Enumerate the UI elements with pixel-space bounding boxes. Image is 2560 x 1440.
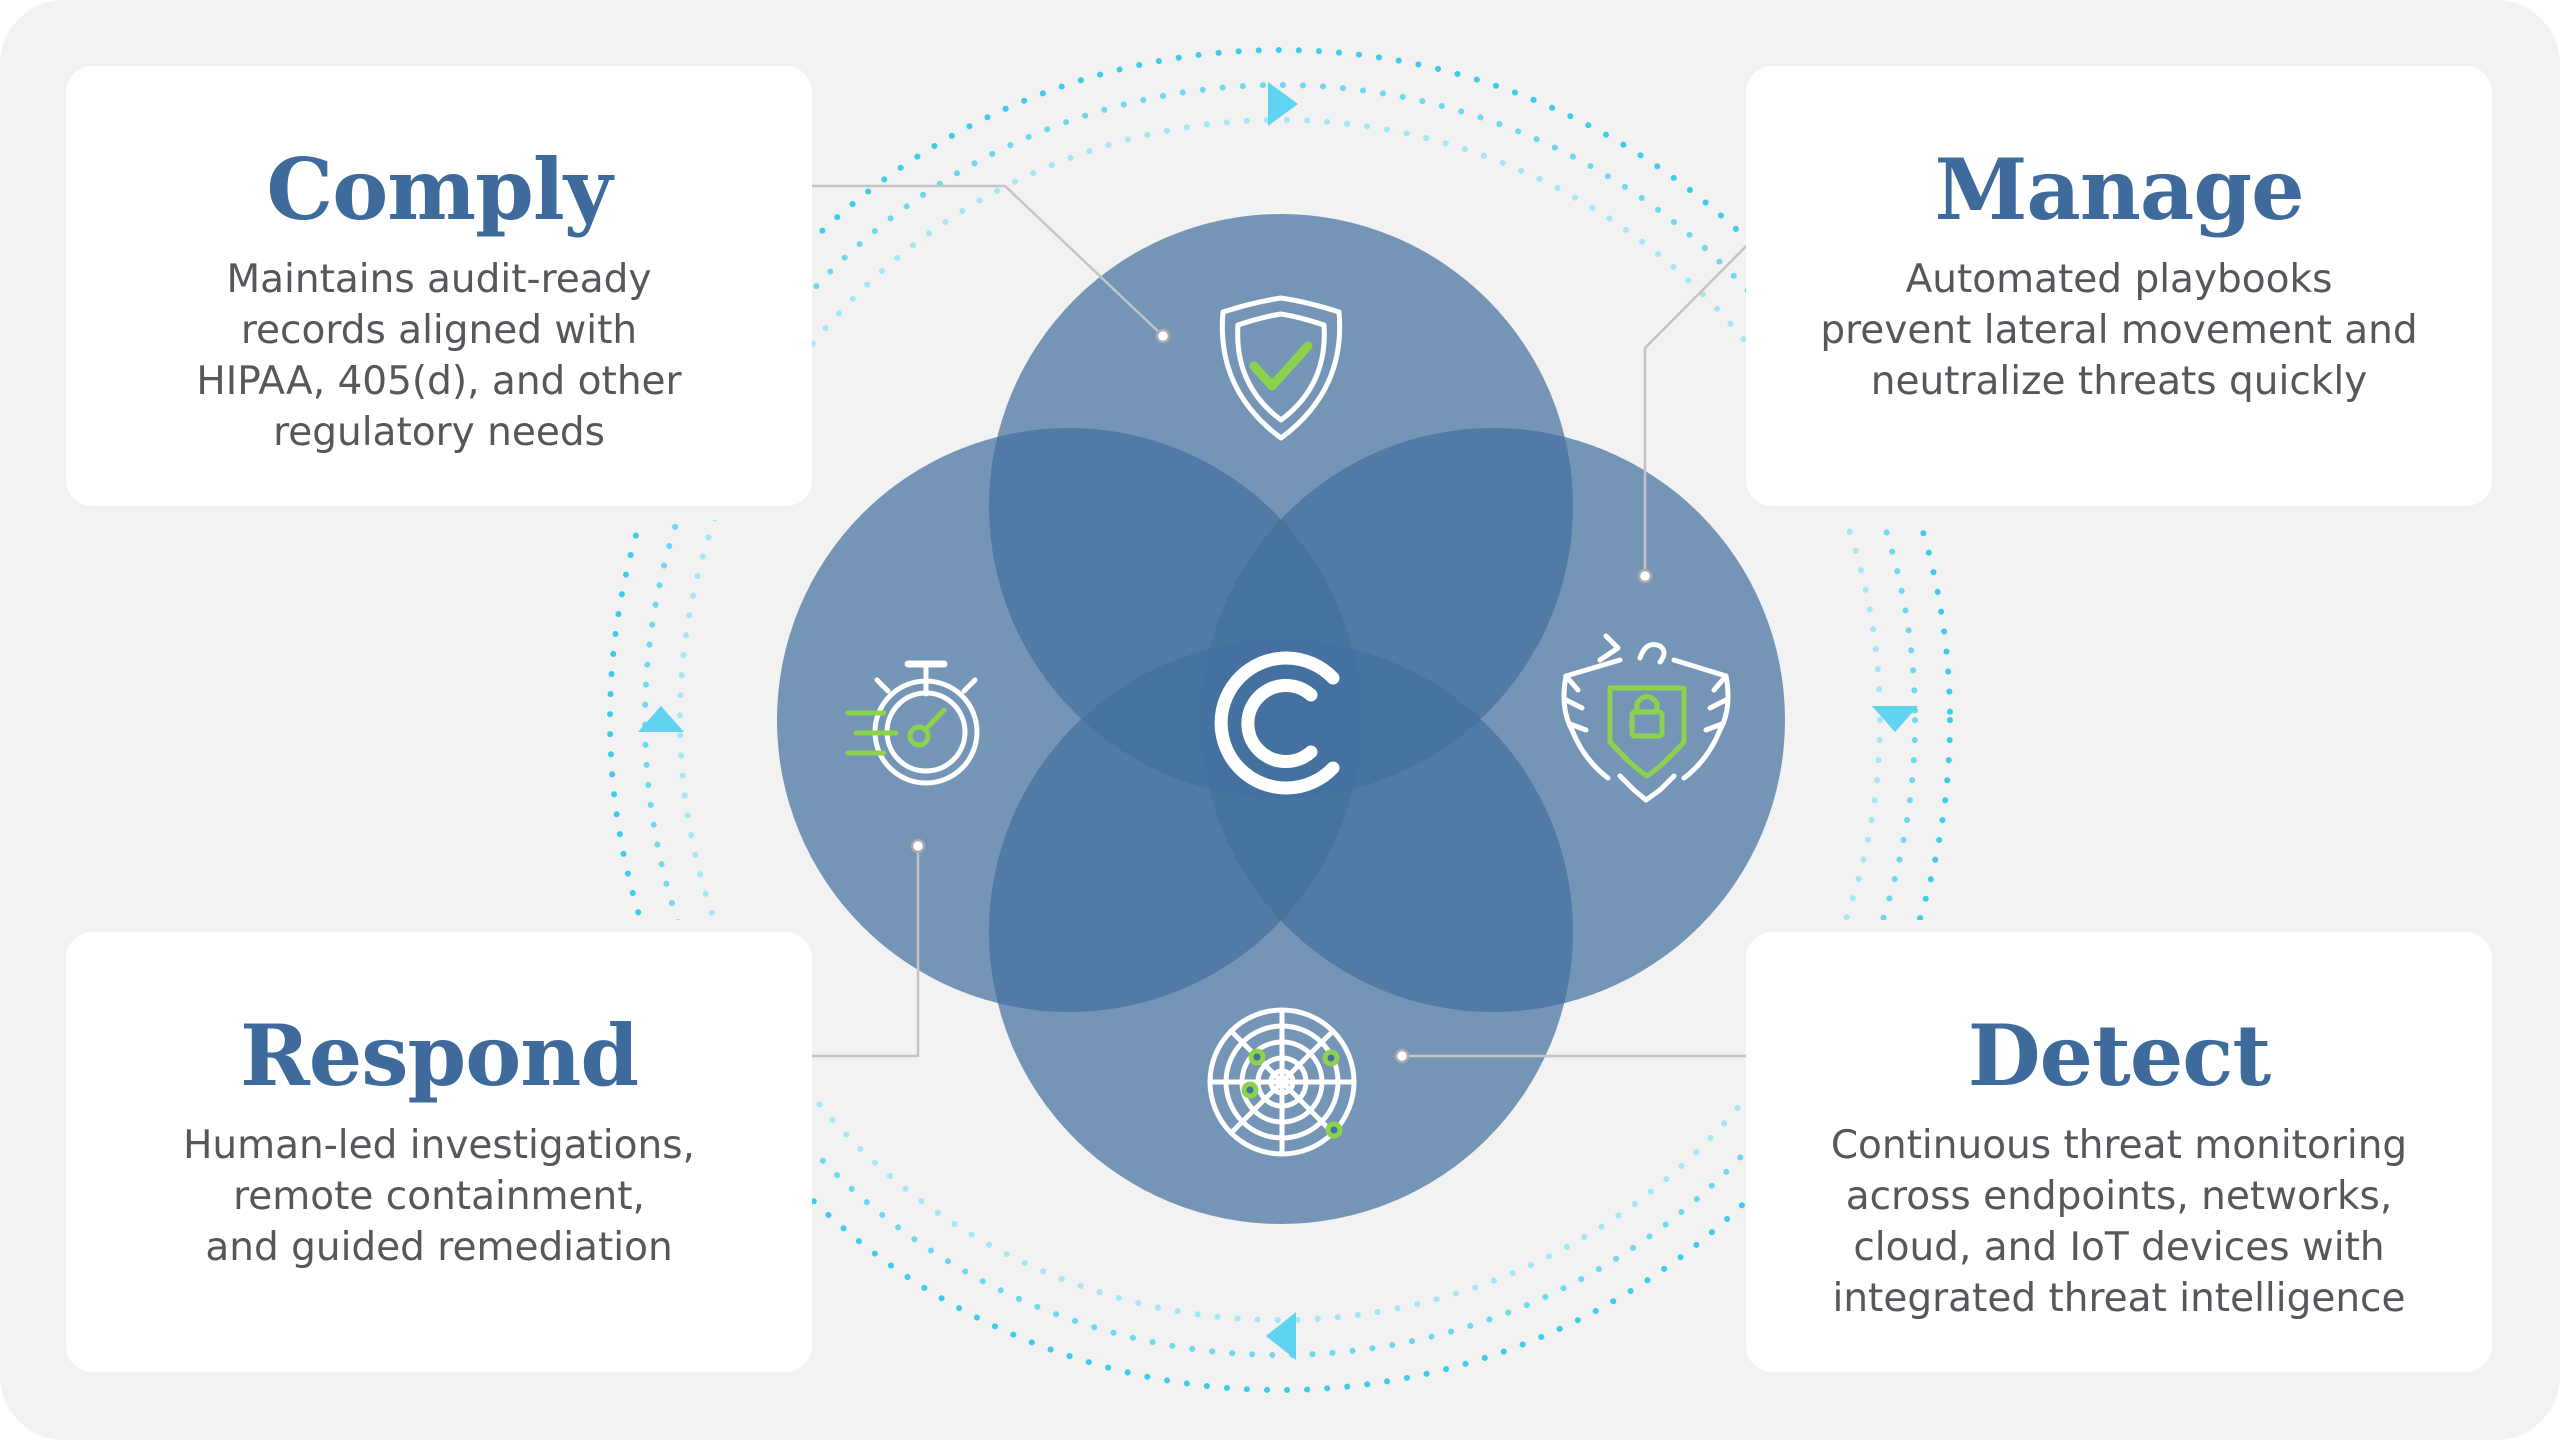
dotted-orbit-rings [607, 47, 1953, 1393]
card-manage: Manage Automated playbooks prevent later… [1746, 66, 2492, 506]
card-respond: Respond Human-led investigations, remote… [66, 932, 812, 1372]
arrow-right-icon [1268, 82, 1298, 126]
arrow-left-icon [1266, 1312, 1296, 1360]
eagle-shield-lock-icon [1561, 633, 1731, 803]
description-line: across endpoints, networks, [1845, 1174, 2393, 1219]
description-line: HIPAA, 405(d), and other [196, 359, 682, 404]
circle-left [777, 428, 1361, 1012]
stopwatch-speed-icon [845, 660, 980, 786]
card-description-manage: Automated playbooks prevent lateral move… [1774, 254, 2464, 407]
arrow-up-icon [638, 706, 684, 732]
card-description-comply: Maintains audit-ready records aligned wi… [139, 254, 739, 458]
description-line: regulatory needs [273, 410, 605, 455]
shield-check-icon [1219, 295, 1343, 441]
description-line: Continuous threat monitoring [1830, 1123, 2408, 1168]
card-title-manage: Manage [1934, 140, 2304, 239]
logo-c-icon [1214, 651, 1340, 795]
description-line: integrated threat intelligence [1832, 1276, 2406, 1321]
cycle-arrows [638, 82, 1918, 1360]
arrow-down-icon [1872, 706, 1918, 732]
card-title-detect: Detect [1967, 1006, 2271, 1105]
card-description-detect: Continuous threat monitoring across endp… [1774, 1120, 2464, 1324]
description-line: cloud, and IoT devices with [1853, 1225, 2385, 1270]
description-line: neutralize threats quickly [1870, 359, 2368, 404]
description-line: Maintains audit-ready [226, 257, 652, 302]
overlapping-circles [777, 214, 1785, 1224]
description-line: records aligned with [240, 308, 638, 353]
card-description-respond: Human-led investigations, remote contain… [94, 1120, 784, 1273]
description-line: Automated playbooks [1905, 257, 2333, 302]
radar-target-icon [1207, 1007, 1357, 1157]
card-title-respond: Respond [239, 1006, 639, 1105]
card-detect: Detect Continuous threat monitoring acro… [1746, 932, 2492, 1372]
description-line: and guided remediation [205, 1225, 673, 1270]
description-line: Human-led investigations, [183, 1123, 695, 1168]
description-line: prevent lateral movement and [1820, 308, 2418, 353]
description-line: remote containment, [233, 1174, 645, 1219]
card-title-comply: Comply [266, 140, 612, 239]
card-comply: Comply Maintains audit-ready records ali… [66, 66, 812, 506]
